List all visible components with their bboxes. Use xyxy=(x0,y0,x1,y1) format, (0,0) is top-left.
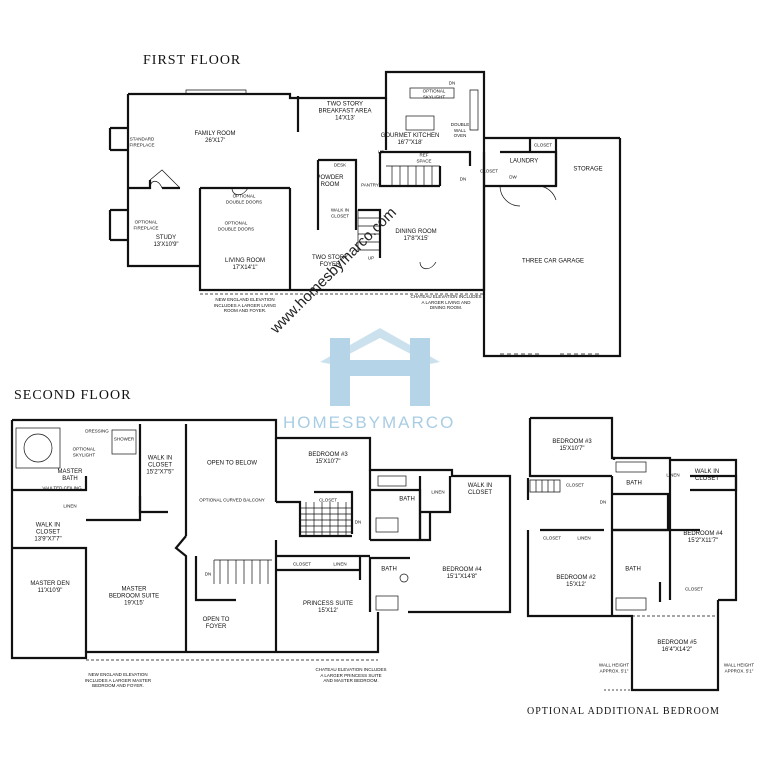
bath-sf-2-label: BATH xyxy=(381,566,397,573)
bath-sf-1-label: BATH xyxy=(399,496,415,503)
master-den-label: MASTER DEN 11'X10'9" xyxy=(30,581,70,594)
bedroom-3-label: BEDROOM #3 15'X10'7" xyxy=(308,452,348,465)
second-floor-heading: SECOND FLOOR xyxy=(14,388,132,403)
new-england-elevation-note-sf: NEW ENGLAND ELEVATION INCLUDES A LARGER … xyxy=(84,671,152,688)
wall-height-note-right: WALL HEIGHT APPROX. 5'1" xyxy=(723,662,755,674)
new-england-elevation-note-ff: NEW ENGLAND ELEVATION INCLUDES A LARGER … xyxy=(213,296,277,313)
dn-mark-ff-2: DN xyxy=(459,176,467,182)
optional-skylight-note: OPTIONAL SKYLIGHT xyxy=(422,88,446,100)
opt-linen-note-2: LINEN xyxy=(577,535,591,541)
vaulted-ceiling-note: VAULTED CEILING xyxy=(42,485,82,491)
opt-bedroom-2-label: BEDROOM #2 15'X12' xyxy=(556,575,596,588)
optional-double-doors-note-2: OPTIONAL DOUBLE DOORS xyxy=(217,220,255,232)
chateau-elevation-note-ff: CHATEAU ELEVATION INCLUDES A LARGER LIVI… xyxy=(410,293,482,310)
dining-room-label: DINING ROOM 17'8"X15' xyxy=(395,229,437,242)
walk-in-closet-2-label: WALK IN CLOSET 13'9"X7'7" xyxy=(34,522,62,543)
first-floor-heading: FIRST FLOOR xyxy=(143,53,242,68)
master-bath-label: MASTER BATH xyxy=(57,469,83,482)
dn-mark-ff-1: DN xyxy=(448,80,456,86)
watermark-logo-icon xyxy=(320,328,440,406)
master-bedroom-suite-label: MASTER BEDROOM SUITE 19'X15' xyxy=(108,586,160,607)
laundry-closet-note: CLOSET xyxy=(533,142,553,148)
opt-bedroom-4-label: BEDROOM #4 15'2"X11'7" xyxy=(683,531,723,544)
living-room-label: LIVING ROOM 17'X14'1" xyxy=(224,258,266,271)
optional-double-doors-note-1: OPTIONAL DOUBLE DOORS xyxy=(225,193,263,205)
desk-note: DESK xyxy=(333,162,347,168)
bedroom-4-walk-in-closet-label: WALK IN CLOSET xyxy=(467,483,493,496)
optional-fireplace-note: OPTIONAL FIREPLACE xyxy=(133,219,159,231)
chateau-elevation-note-sf: CHATEAU ELEVATION INCLUDES A LARGER PRIN… xyxy=(315,666,387,683)
up-mark-ff-1: UP xyxy=(377,149,385,155)
open-to-below-label: OPEN TO BELOW xyxy=(206,460,258,467)
up-mark-ff-2: UP xyxy=(367,255,375,261)
garage-closet-note: CLOSET xyxy=(479,168,499,174)
double-oven-note: DOUBLE WALL OVEN xyxy=(450,121,470,138)
dn-mark-sf-2: DN xyxy=(354,519,362,525)
linen-note-sf-1: LINEN xyxy=(63,503,77,509)
princess-suite-label: PRINCESS SUITE 15'X12' xyxy=(302,601,354,614)
open-to-foyer-label: OPEN TO FOYER xyxy=(202,617,230,630)
three-car-garage-label: THREE CAR GARAGE xyxy=(521,258,585,265)
two-story-foyer-label: TWO STORY FOYER xyxy=(311,255,349,268)
princess-linen-note: LINEN xyxy=(333,561,347,567)
optional-curved-balcony-note: OPTIONAL CURVED BALCONY xyxy=(199,497,265,503)
princess-closet-note: CLOSET xyxy=(292,561,312,567)
watermark-brand: HOMESBYMARCO xyxy=(283,413,456,432)
opt-walk-in-closet-label: WALK IN CLOSET xyxy=(694,469,720,482)
walk-in-closet-ff-note: WALK IN CLOSET xyxy=(330,207,350,219)
ref-space-note: REF SPACE xyxy=(416,152,432,164)
optional-skylight-sf-note: OPTIONAL SKYLIGHT xyxy=(72,446,96,458)
powder-room-label: POWDER ROOM xyxy=(316,175,344,188)
dressing-note: DRESSING xyxy=(85,428,109,434)
optional-bedroom-heading: OPTIONAL ADDITIONAL BEDROOM xyxy=(527,706,720,717)
wall-height-note-left: WALL HEIGHT APPROX. 5'1" xyxy=(598,662,630,674)
dn-mark-sf-1: DN xyxy=(204,571,212,577)
dw-mark: DW xyxy=(509,174,517,180)
opt-closet-note-2: CLOSET xyxy=(542,535,562,541)
breakfast-area-label: TWO STORY BREAKFAST AREA 14'X13' xyxy=(318,101,372,122)
opt-closet-note-5: CLOSET xyxy=(684,586,704,592)
opt-bedroom-3-label: BEDROOM #3 15'X10'7" xyxy=(552,439,592,452)
storage-label: STORAGE xyxy=(573,166,603,173)
shower-note: SHOWER xyxy=(113,436,135,442)
opt-dn-mark: DN xyxy=(599,499,607,505)
opt-linen-note-1: LINEN xyxy=(666,472,680,478)
bedroom-4-label: BEDROOM #4 15'1"X14'8" xyxy=(442,567,482,580)
linen-note-sf-2: LINEN xyxy=(431,489,445,495)
opt-bedroom-5-label: BEDROOM #5 16'4"X14'2" xyxy=(657,640,697,653)
opt-bedroom-3-closet-note: CLOSET xyxy=(565,482,585,488)
master-walk-in-closet-label: WALK IN CLOSET 15'2"X7'5" xyxy=(146,455,174,476)
opt-bath-1-label: BATH xyxy=(626,480,642,487)
laundry-label: LAUNDRY xyxy=(509,158,539,165)
study-label: STUDY 13'X10'9" xyxy=(153,235,179,248)
pantry-note: PANTRY xyxy=(361,182,379,188)
kitchen-label: GOURMET KITCHEN 16'7"X18' xyxy=(380,133,440,146)
family-room-label: FAMILY ROOM 26'X17' xyxy=(194,131,236,144)
standard-fireplace-note: STANDARD FIREPLACE xyxy=(129,136,155,148)
opt-bath-2-label: BATH xyxy=(625,566,641,573)
bedroom-3-closet-note: CLOSET xyxy=(318,497,338,503)
